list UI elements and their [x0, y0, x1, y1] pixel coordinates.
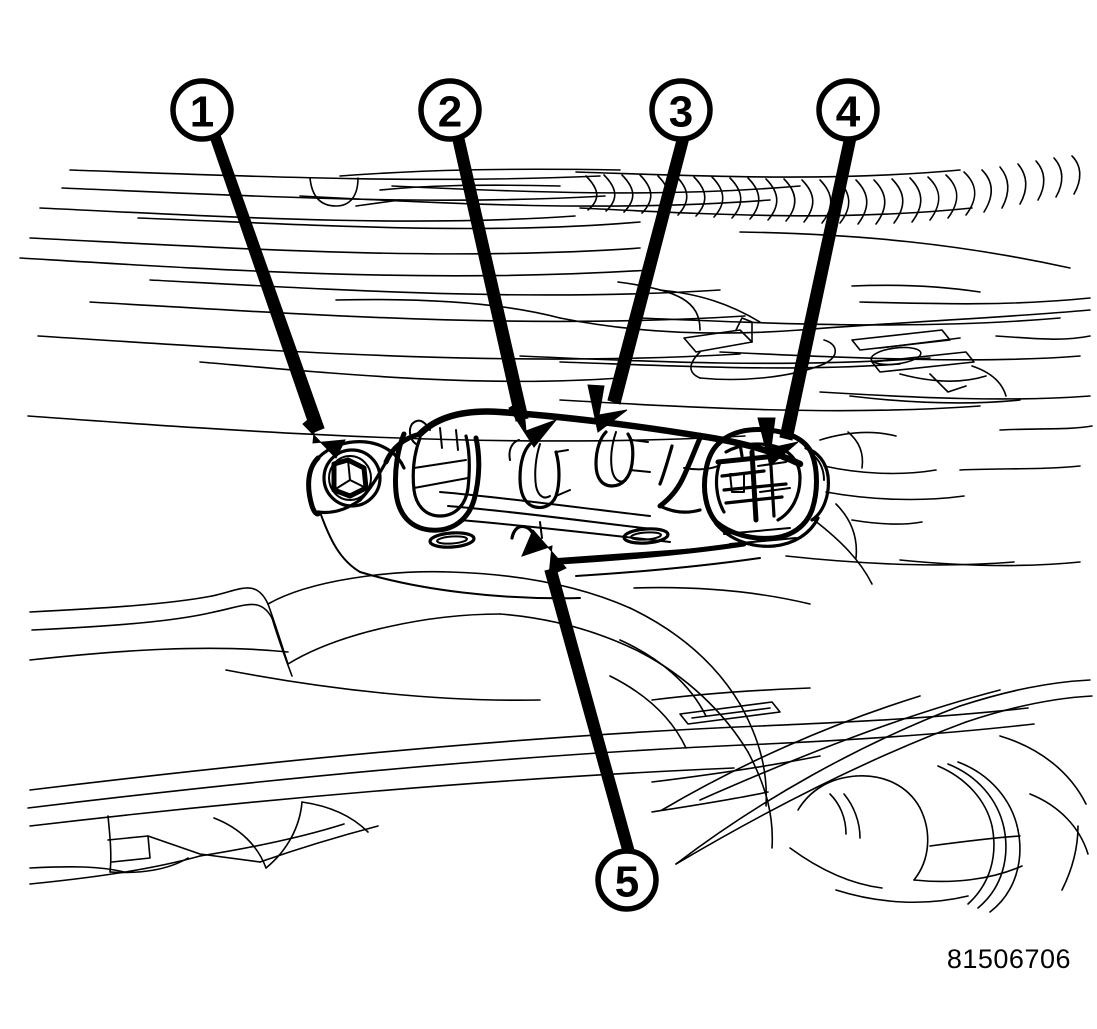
- leader-line-1: [208, 131, 346, 459]
- callout-number-3: 3: [669, 88, 693, 137]
- callout-circle-1[interactable]: [170, 78, 234, 142]
- callout-number-2: 2: [438, 88, 462, 137]
- callout-number-5: 5: [615, 858, 639, 907]
- wire-harness-tube: [29, 570, 811, 849]
- body-panel-lines-right: [785, 425, 1093, 585]
- tab-slot-right: [594, 430, 651, 488]
- callout-5[interactable]: 5: [595, 848, 659, 912]
- mounting-bolt: [322, 448, 382, 508]
- bracket-clip-loop: [393, 419, 482, 533]
- callout-circle-4[interactable]: [816, 78, 880, 142]
- body-panel-lines-lower: [27, 679, 1093, 913]
- callout-4[interactable]: 4: [816, 78, 880, 142]
- callout-circle-2[interactable]: [418, 78, 482, 142]
- callout-number-1: 1: [190, 88, 214, 137]
- callout-circle-5[interactable]: [595, 848, 659, 912]
- callout-2[interactable]: 2: [418, 78, 482, 142]
- callout-number-4: 4: [836, 88, 861, 137]
- figure-id-label: 81506706: [946, 944, 1071, 974]
- panel-hook-detail: [309, 177, 401, 207]
- callout-1[interactable]: 1: [170, 78, 234, 142]
- tab-slot-left: [508, 439, 571, 510]
- bracket-hole-left: [428, 531, 476, 549]
- body-panel-lines-mid: [199, 281, 1091, 404]
- bracket-hole-right: [622, 527, 670, 545]
- callout-3[interactable]: 3: [649, 78, 713, 142]
- callout-leaders: [208, 131, 857, 853]
- bracket-assembly: [306, 408, 830, 600]
- electrical-connector: [701, 427, 830, 548]
- callout-circle-3[interactable]: [649, 78, 713, 142]
